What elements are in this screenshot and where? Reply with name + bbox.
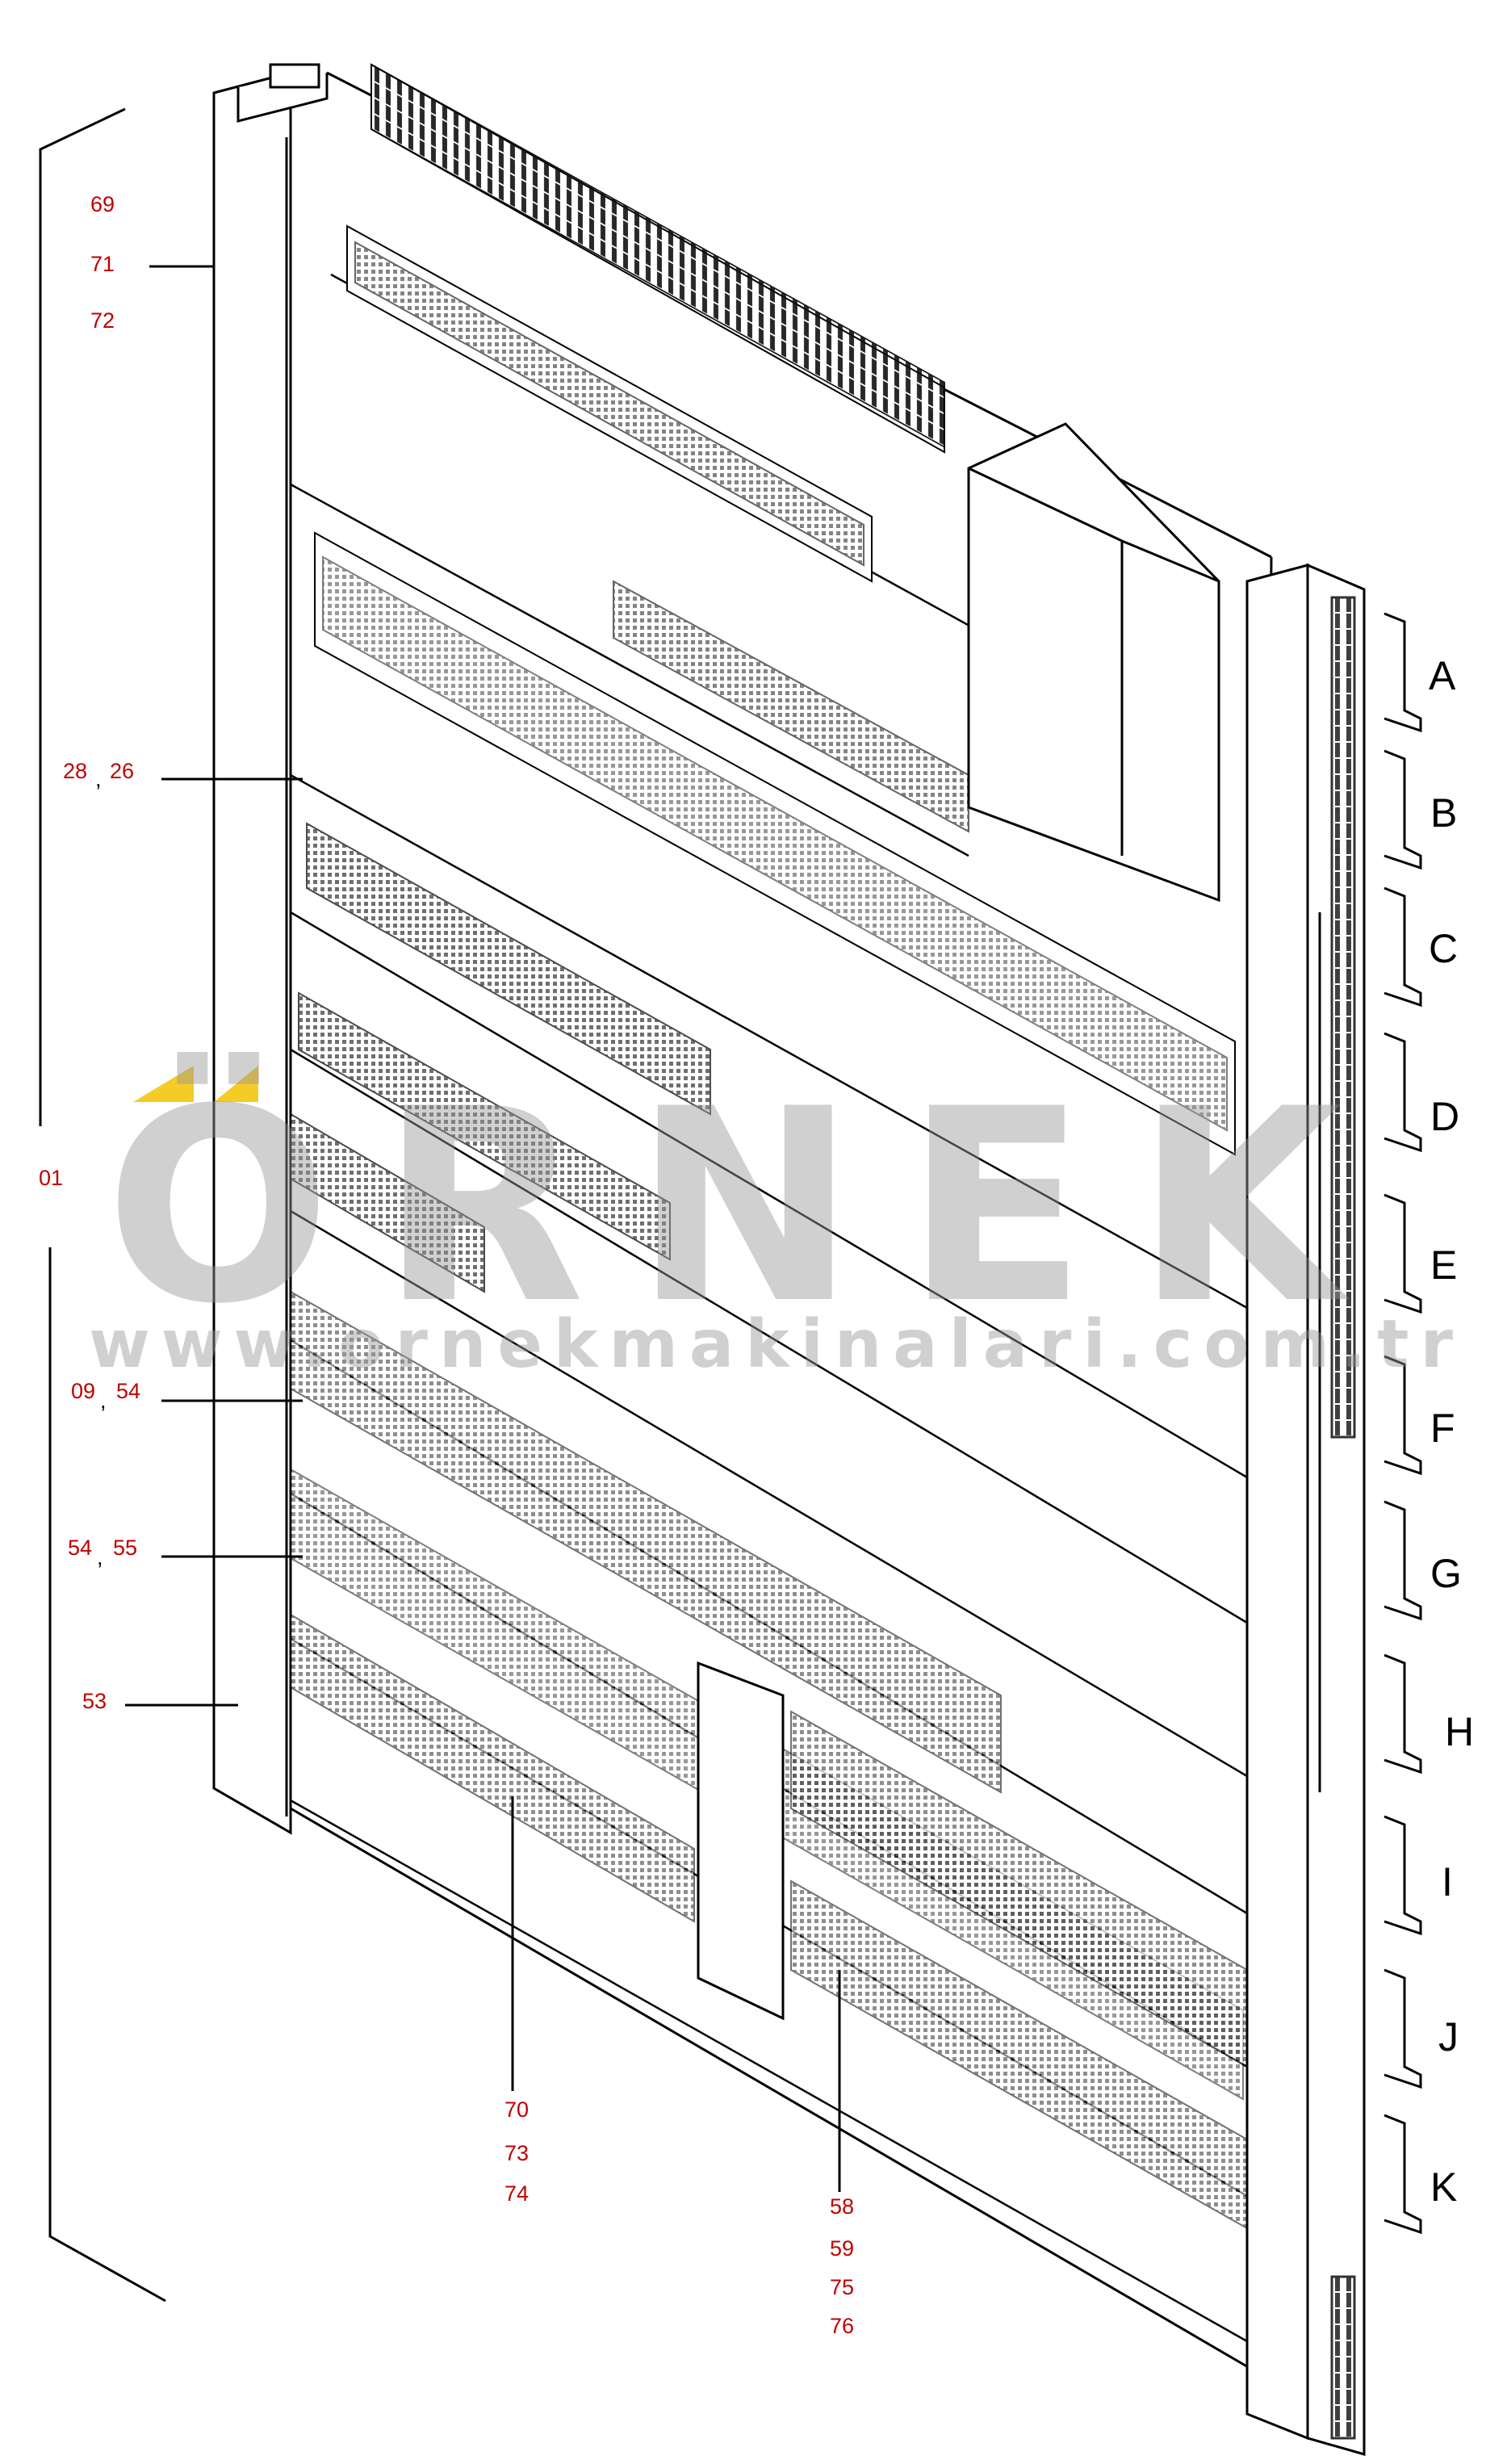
left-wiring-duct [212,63,329,1835]
assembly-bracket [39,107,166,2303]
callout-70: 70 [504,2097,530,2122]
leader-lines [125,265,841,2192]
callout-comma: , [97,1545,103,1569]
row-label-d: D [1430,1094,1460,1139]
callout-54: 54 [116,1379,141,1403]
watermark-brand: ÖRNEK [105,1052,1390,1362]
separator-panel [697,1661,785,2021]
watermark-url: www.ornekmakinalari.com.tr [89,1306,1464,1383]
control-box [967,422,1220,903]
callout-54: 54 [68,1536,93,1560]
callout-01: 01 [39,1166,64,1190]
row-label-f: F [1430,1406,1455,1451]
callout-76: 76 [830,2314,855,2338]
callout-28: 28 [63,759,88,783]
watermark [133,1066,258,1102]
row-label-b: B [1430,790,1458,836]
callout-73: 73 [504,2141,530,2165]
callout-26: 26 [110,759,135,783]
callout-72: 72 [90,308,115,333]
row-label-i: I [1442,1859,1453,1905]
callout-comma: , [100,1389,107,1413]
row-label-h: H [1445,1709,1475,1754]
callout-58: 58 [830,2194,855,2219]
rail-brackets [1384,612,1422,2235]
top-terminal-strip [370,63,945,454]
callout-comma: , [95,767,102,791]
callout-55: 55 [113,1536,138,1560]
row-label-a: A [1429,653,1456,698]
callout-59: 59 [830,2236,855,2261]
row-label-g: G [1430,1551,1462,1596]
callout-69: 69 [90,192,115,216]
callout-71: 71 [90,252,115,276]
callout-75: 75 [830,2275,855,2299]
right-wiring-duct [1245,563,1366,2456]
row-label-k: K [1430,2164,1458,2210]
callout-53: 53 [82,1689,107,1713]
row-label-j: J [1438,2014,1459,2060]
row-label-c: C [1429,926,1459,971]
row-label-e: E [1430,1242,1458,1288]
callout-74: 74 [504,2181,530,2206]
callout-09: 09 [71,1379,96,1403]
